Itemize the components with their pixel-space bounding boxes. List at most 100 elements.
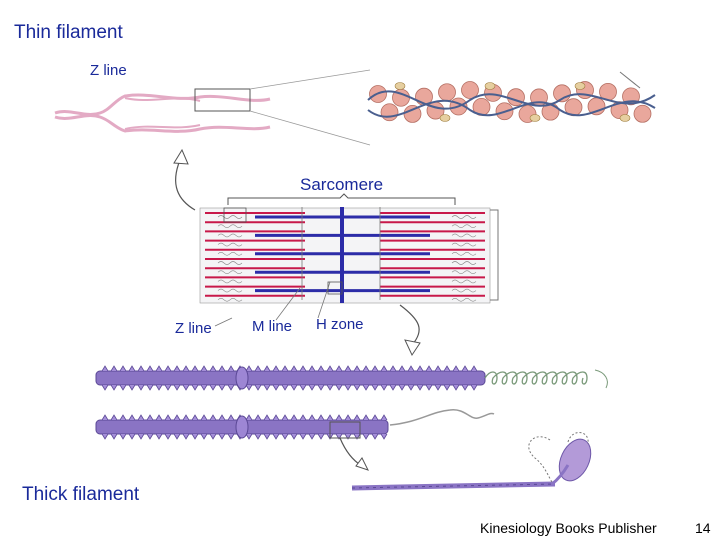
myosin-head (299, 365, 307, 391)
myosin-molecule (351, 432, 592, 491)
titin-squiggle-right (451, 270, 477, 274)
myosin-head (200, 414, 208, 440)
myosin-head (281, 414, 289, 440)
myosin-head (245, 365, 253, 391)
titin-squiggle-left (217, 270, 243, 274)
myosin-head (362, 365, 370, 391)
thin-filament-sketch (54, 93, 271, 133)
myosin-head (398, 365, 406, 391)
thin-filament-label: Thin filament (14, 22, 123, 43)
actin-bead-chain (369, 81, 652, 123)
publisher-footer: Kinesiology Books Publisher (480, 520, 657, 536)
titin-squiggle-right (451, 252, 477, 256)
actin-bead (633, 104, 652, 123)
leader-m (275, 287, 301, 321)
myosin-head (407, 365, 415, 391)
myosin-head (470, 365, 478, 391)
titin-squiggle-left (217, 215, 243, 219)
myosin-head (308, 365, 316, 391)
thick-filament-top (95, 365, 486, 391)
right-bracket (490, 209, 499, 301)
myosin-head (380, 365, 388, 391)
spring-tail (389, 409, 495, 426)
titin-squiggle-left (217, 288, 243, 293)
myosin-head (317, 414, 325, 440)
myosin-shaft (95, 370, 486, 386)
bead-pointer (619, 71, 641, 89)
titin-squiggle-left (217, 252, 243, 256)
myosin-head (281, 365, 289, 391)
myosin-head (452, 365, 460, 391)
myosin-head (227, 414, 235, 440)
titin-squiggle-left (217, 279, 243, 284)
myosin-head (173, 365, 181, 391)
myosin-head (263, 414, 271, 440)
sarcomere-bracket (227, 193, 456, 205)
myosin-head (416, 365, 424, 391)
troponin (574, 82, 586, 90)
titin-squiggle-right (451, 233, 477, 238)
myosin-head (128, 414, 136, 440)
titin-squiggle-right (451, 298, 477, 302)
myosin-head (155, 414, 163, 440)
myosin-head (362, 414, 370, 440)
h-zone-bracket (301, 207, 381, 300)
myosin-head (218, 365, 226, 391)
myosin-head (272, 365, 280, 391)
myosin-head (371, 414, 379, 440)
z-line-label: Z line (175, 320, 212, 337)
myosin-head (227, 365, 235, 391)
myosin-head (191, 365, 199, 391)
titin-spring (484, 371, 588, 385)
myosin-head (209, 365, 217, 391)
myosin-head (380, 414, 388, 440)
myosin-head (245, 414, 253, 440)
myosin-head (254, 365, 262, 391)
myosin-head (155, 365, 163, 391)
myosin-head (110, 414, 118, 440)
myosin-head (335, 365, 343, 391)
troponin (529, 114, 541, 122)
titin-squiggle-left (217, 224, 243, 228)
myosin-head (119, 365, 127, 391)
arrow-up-to-thin (175, 159, 196, 211)
arrow-down-to-thick (399, 304, 420, 346)
myosin-head (425, 365, 433, 391)
zoom-box (194, 88, 251, 112)
myosin-head (443, 365, 451, 391)
myosin-head (218, 414, 226, 440)
myosin-head (254, 414, 262, 440)
leader-z (214, 317, 233, 327)
zoom-line-bottom (249, 110, 371, 146)
myosin-head (137, 365, 145, 391)
myosin-head (290, 414, 298, 440)
titin-squiggle-right (451, 279, 477, 284)
myosin-head (461, 365, 469, 391)
myosin-head (308, 414, 316, 440)
titin-squiggle-right (451, 242, 477, 247)
thick-filament-bottom (95, 414, 389, 440)
myosin-head (101, 365, 109, 391)
titin-squiggle-left (217, 242, 243, 247)
troponin (619, 114, 631, 122)
myosin-head (389, 365, 397, 391)
h-zone-box (327, 281, 343, 295)
m-line-node (235, 366, 249, 390)
myosin-head (317, 365, 325, 391)
h-zone-label: H zone (316, 316, 364, 333)
myosin-head (173, 414, 181, 440)
page-number: 14 (695, 520, 711, 536)
actin-bead (380, 103, 399, 122)
myosin-head (299, 414, 307, 440)
titin-squiggle-left (217, 298, 243, 302)
titin-squiggle-right (451, 215, 477, 219)
myosin-head (164, 365, 172, 391)
myosin-head (191, 414, 199, 440)
myosin-head (137, 414, 145, 440)
z-line-box (223, 207, 247, 223)
myosin-head (101, 414, 109, 440)
tropomyosin-strands (367, 90, 656, 118)
myosin-head (272, 414, 280, 440)
titin-squiggle-left (217, 233, 243, 238)
